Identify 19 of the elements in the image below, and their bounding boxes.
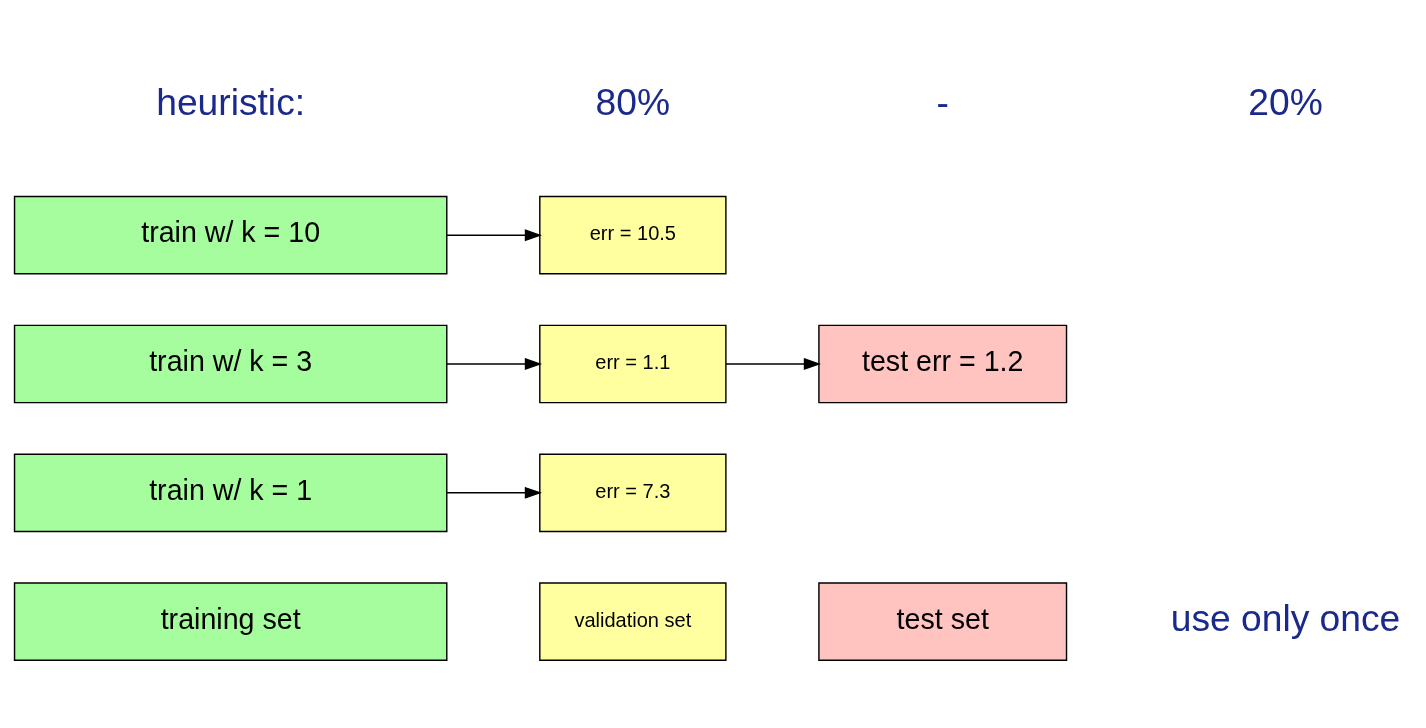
node-box: training set — [13, 582, 448, 661]
label: 80% — [595, 81, 671, 124]
arrow — [446, 486, 542, 499]
node-box: train w/ k = 10 — [13, 195, 448, 275]
arrow — [446, 229, 542, 242]
label: heuristic: — [156, 81, 306, 124]
arrow — [446, 358, 542, 370]
node-box: test set — [818, 582, 1068, 661]
node-box: train w/ k = 1 — [13, 453, 448, 533]
node-box: train w/ k = 3 — [13, 324, 448, 404]
label: use only once — [1170, 596, 1401, 639]
label: 20% — [1248, 81, 1323, 124]
label: - — [936, 81, 949, 124]
node-box: test err = 1.2 — [818, 324, 1068, 404]
node-box: err = 7.3 — [539, 453, 727, 533]
node-box: validation set — [539, 582, 727, 661]
node-box: err = 1.1 — [539, 324, 727, 404]
node-box: err = 10.5 — [539, 195, 727, 275]
arrow — [725, 358, 821, 370]
